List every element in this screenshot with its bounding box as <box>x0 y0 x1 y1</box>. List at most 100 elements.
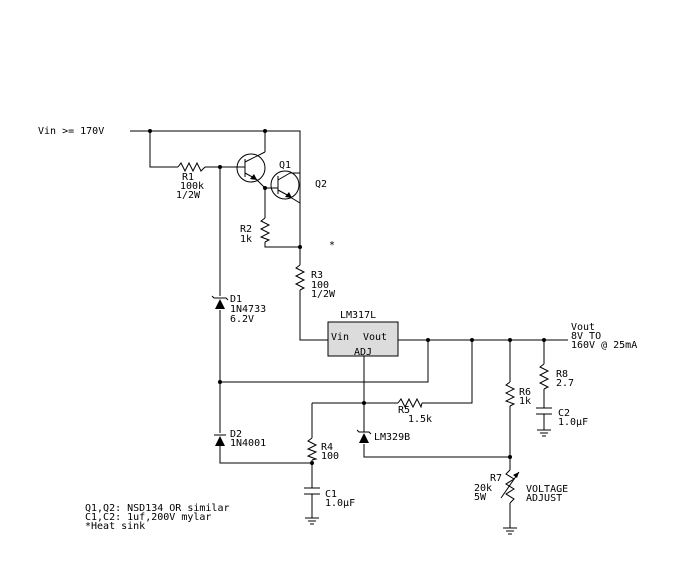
d2-triangle <box>215 436 225 446</box>
q2-body <box>270 170 300 200</box>
potentiometer-arrow-head <box>513 472 519 478</box>
junction-dot <box>218 380 222 384</box>
junction-dot <box>263 186 267 190</box>
resistor-r5 <box>397 397 423 409</box>
junction-dot <box>298 245 302 249</box>
d1-designator: D1 <box>230 294 242 305</box>
capacitor-c1 <box>304 487 320 495</box>
lm317l-body <box>327 321 399 357</box>
q1-label: Q1 <box>279 160 291 171</box>
c2-designator: C2 <box>558 408 570 419</box>
wire-r3-to-vin <box>299 290 328 341</box>
r2-value: 1k <box>240 234 252 245</box>
ground-c1 <box>305 517 319 525</box>
q2-emitter-arrow <box>285 192 292 198</box>
r5-designator: R5 <box>398 405 410 416</box>
r6-designator: R6 <box>519 387 531 398</box>
potentiometer-r7 <box>505 469 515 504</box>
d1-voltage: 6.2V <box>230 314 254 325</box>
lm329-label: LM329B <box>374 432 410 443</box>
ground-c2 <box>537 429 551 437</box>
wire-feedback <box>220 340 429 383</box>
vin-label: Vin >= 170V <box>38 126 104 137</box>
diode-d1 <box>211 295 229 309</box>
lm317l-adj-pin: ADJ <box>354 347 372 358</box>
r5-value: 1.5k <box>408 414 432 425</box>
c1-designator: C1 <box>325 489 337 500</box>
r1-rating: 1/2W <box>176 190 201 201</box>
c2-value: 1.0µF <box>558 417 588 428</box>
note-transistors: Q1,Q2: NSD134 OR similar <box>85 503 230 514</box>
junction-dot <box>310 461 314 465</box>
junctions <box>148 129 546 465</box>
wire-r5-right <box>422 340 473 404</box>
transistor-q2 <box>270 170 300 200</box>
wire-lm329-bottom <box>363 444 510 458</box>
junction-dot <box>148 129 152 133</box>
r7-value: 20k <box>474 483 492 494</box>
transistor-q1 <box>235 151 266 183</box>
junction-dot <box>542 338 546 342</box>
resistor-r4 <box>306 437 318 461</box>
wire-q2-emitter <box>289 196 301 265</box>
vout-label: Vout <box>571 322 595 333</box>
q1-collector-lead <box>244 151 266 163</box>
r3-value: 100 <box>311 280 329 291</box>
c1-value: 1.0µF <box>325 498 355 509</box>
r6-value: 1k <box>519 396 531 407</box>
r1-designator: R1 <box>182 172 194 183</box>
heatsink-mark: * <box>329 240 335 251</box>
regulator-lm317l <box>327 321 399 357</box>
diode-d2 <box>214 434 226 446</box>
q1-body <box>236 153 266 183</box>
r7-designator: R7 <box>490 473 502 484</box>
q2-collector-lead <box>277 172 291 181</box>
lm317l-name: LM317L <box>340 310 376 321</box>
d2-part: 1N4001 <box>230 438 266 449</box>
d1-zener-tips <box>211 295 229 301</box>
junction-dot <box>508 455 512 459</box>
reference-lm329 <box>356 429 372 443</box>
voltage-adjust-line1: VOLTAGE <box>526 484 568 495</box>
resistor-r6 <box>504 381 516 407</box>
junction-dot <box>470 338 474 342</box>
vout-current: 160V @ 25mA <box>571 340 637 351</box>
r8-designator: R8 <box>556 369 568 380</box>
r8-value: 2.7 <box>556 378 574 389</box>
q2-label: Q2 <box>315 179 327 190</box>
junction-dot <box>218 165 222 169</box>
labels: Vin >= 170V R1 100k 1/2W Q1 Q2 R2 1k * R… <box>38 126 637 532</box>
junction-dot <box>426 338 430 342</box>
resistor-r3 <box>294 264 306 291</box>
d1-part: 1N4733 <box>230 304 266 315</box>
lm329-triangle <box>359 433 369 443</box>
capacitor-c2 <box>536 407 552 415</box>
lm329-bar <box>356 429 372 435</box>
lm317l-vin-pin: Vin <box>331 332 349 343</box>
r4-value: 100 <box>321 451 339 462</box>
voltage-adjust-line2: ADJUST <box>526 493 562 504</box>
resistor-r2 <box>259 217 271 243</box>
junction-dot <box>508 338 512 342</box>
d2-designator: D2 <box>230 429 242 440</box>
resistor-r8 <box>538 363 550 390</box>
junction-dot <box>263 129 267 133</box>
r3-designator: R3 <box>311 270 323 281</box>
ground-r7 <box>503 527 517 535</box>
q1-emitter-arrow <box>250 174 257 180</box>
wire-r1-feed <box>149 131 178 168</box>
vout-range: 8V TO <box>571 331 601 342</box>
note-capacitors: C1,C2: 1uf,200V mylar <box>85 512 211 523</box>
note-heatsink: *Heat sink <box>85 521 145 532</box>
junction-dot <box>362 401 366 405</box>
wire-r2-bottom <box>264 242 300 248</box>
r1-value: 100k <box>180 181 204 192</box>
r3-rating: 1/2W <box>311 289 336 300</box>
d1-triangle <box>215 299 225 309</box>
wire-d2-bottom <box>219 446 312 464</box>
r4-designator: R4 <box>321 442 333 453</box>
r7-rating: 5W <box>474 492 487 503</box>
lm317l-vout-pin: Vout <box>363 332 387 343</box>
